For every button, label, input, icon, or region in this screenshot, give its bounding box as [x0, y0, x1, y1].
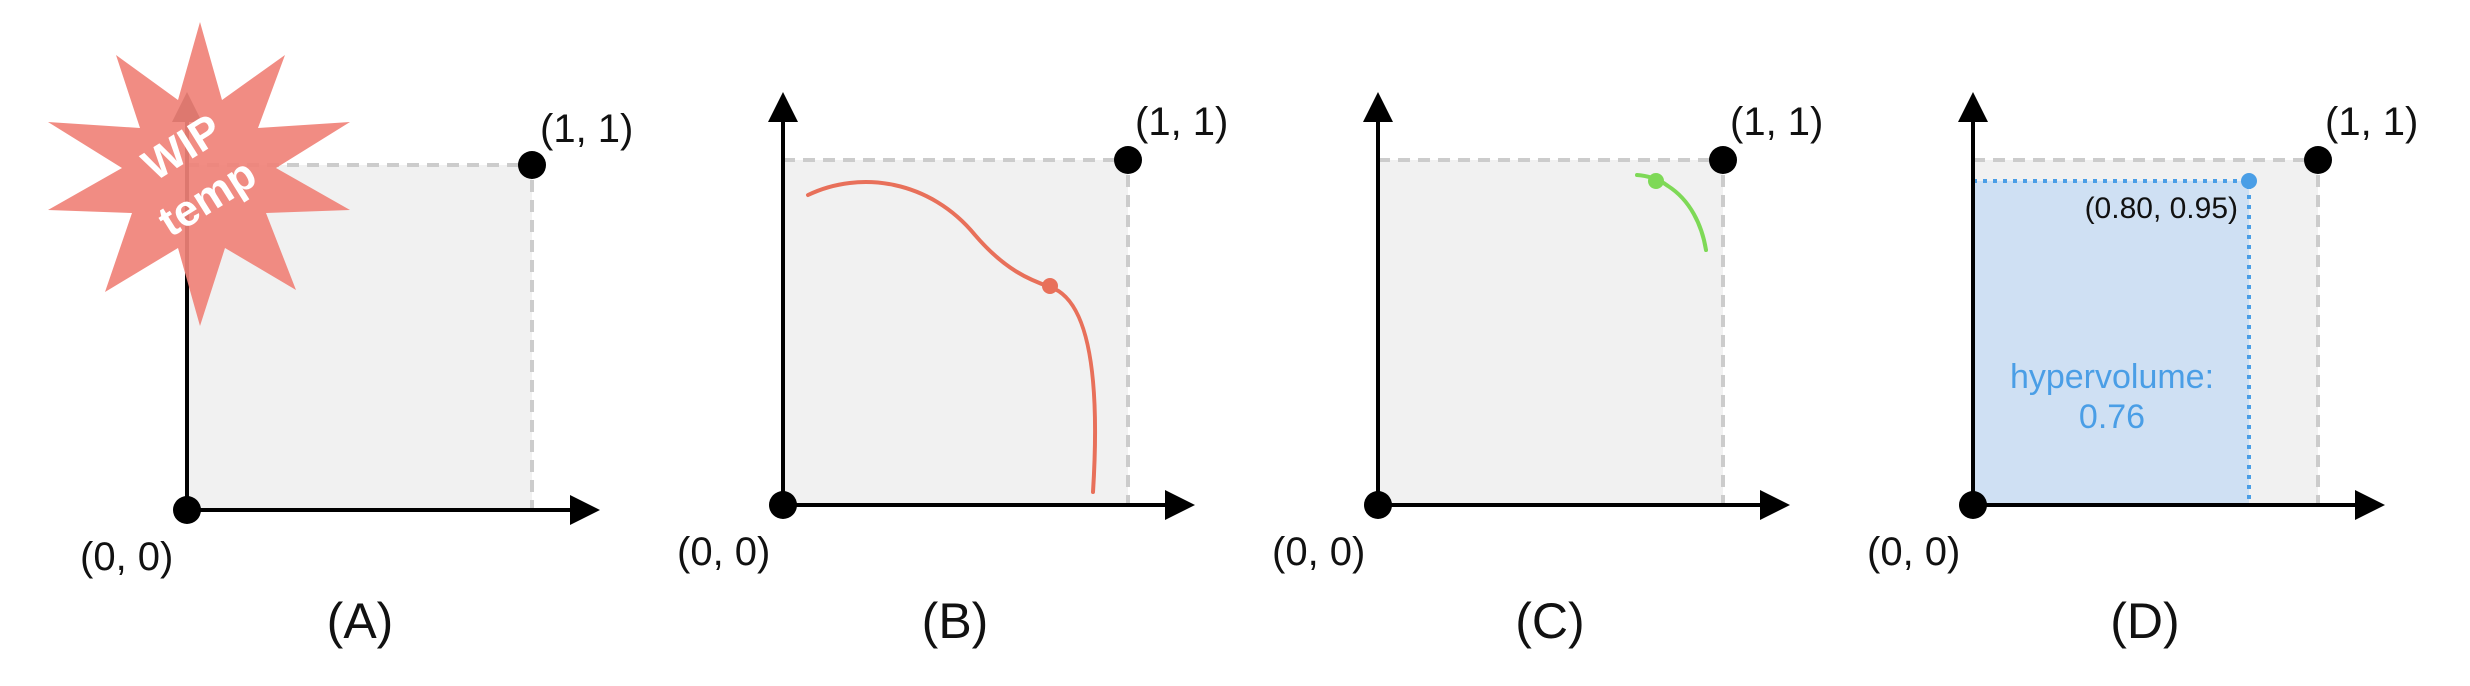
hypervolume-region — [1971, 179, 2251, 507]
panel-caption: (A) — [327, 593, 394, 649]
panel-d: (0.80, 0.95) hypervolume: 0.76 (0, 0) (1… — [1867, 92, 2418, 649]
corner-label: (1, 1) — [1730, 100, 1823, 144]
feasible-region — [1376, 158, 1725, 507]
y-axis-arrow — [1363, 92, 1393, 122]
origin-point — [173, 496, 201, 524]
panel-c: (0, 0) (1, 1) (C) — [1272, 92, 1823, 649]
feasible-region — [781, 158, 1130, 507]
stamp-starburst — [48, 22, 350, 326]
x-axis-arrow — [2355, 490, 2385, 520]
selected-point — [1648, 173, 1664, 189]
origin-label: (0, 0) — [1272, 530, 1365, 574]
wip-stamp: WIP temp — [48, 22, 350, 326]
panel-b: (0, 0) (1, 1) (B) — [677, 92, 1228, 649]
pareto-front-curve — [806, 180, 1098, 494]
x-axis-arrow — [1165, 490, 1195, 520]
corner-point — [518, 151, 546, 179]
x-axis-arrow — [570, 495, 600, 525]
hypervolume-value: 0.76 — [2079, 398, 2145, 436]
reference-point-label: (0.80, 0.95) — [2085, 192, 2238, 225]
reference-point — [2241, 173, 2257, 189]
panel-caption: (D) — [2110, 593, 2179, 649]
corner-label: (1, 1) — [1135, 100, 1228, 144]
origin-label: (0, 0) — [1867, 530, 1960, 574]
x-axis-arrow — [1760, 490, 1790, 520]
corner-point — [1114, 146, 1142, 174]
origin-point — [1364, 491, 1392, 519]
origin-point — [1959, 491, 1987, 519]
panel-a: (0, 0) (1, 1) (A) WIP temp — [48, 22, 633, 649]
origin-point — [769, 491, 797, 519]
corner-label: (1, 1) — [2325, 100, 2418, 144]
origin-label: (0, 0) — [80, 535, 173, 579]
y-axis-arrow — [1958, 92, 1988, 122]
corner-label: (1, 1) — [540, 107, 633, 151]
hypervolume-label: hypervolume: — [2010, 358, 2214, 396]
pareto-front-curve — [1635, 173, 1708, 252]
y-axis-arrow — [768, 92, 798, 122]
corner-point — [1709, 146, 1737, 174]
corner-point — [2304, 146, 2332, 174]
panel-caption: (B) — [922, 593, 989, 649]
origin-label: (0, 0) — [677, 530, 770, 574]
panel-caption: (C) — [1515, 593, 1584, 649]
selected-point — [1042, 278, 1058, 294]
